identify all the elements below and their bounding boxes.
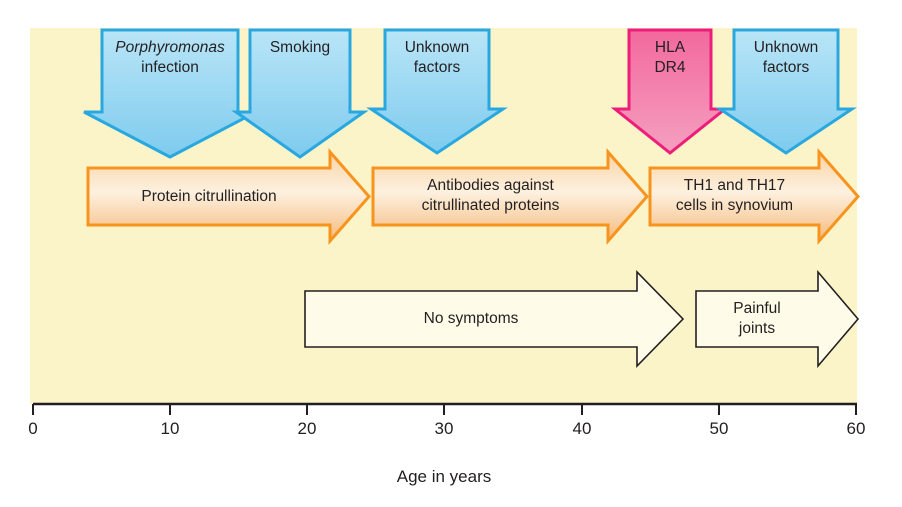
axis-title: Age in years (396, 467, 492, 486)
th-cells-arrow (648, 148, 860, 245)
porphyromonas-infection-arrow (83, 28, 257, 159)
protein-citrullination-arrow (86, 148, 371, 245)
axis-tick-label-50: 50 (709, 419, 729, 438)
axis-tick-label-10: 10 (160, 419, 180, 438)
axis-tick-label-60: 60 (846, 419, 866, 438)
no-symptoms-arrow (304, 270, 685, 368)
axis-tick-label-40: 40 (572, 419, 592, 438)
axis-tick-label-0: 0 (28, 419, 38, 438)
hla-dr4-arrow (610, 28, 730, 155)
axis-tick-label-30: 30 (434, 419, 454, 438)
smoking-arrow (231, 28, 369, 159)
painful-joints-arrow (695, 269, 860, 369)
age-axis-ticks (32, 404, 857, 415)
unknown-factors-late-arrow (715, 28, 857, 155)
axis-tick-label-20: 20 (297, 419, 317, 438)
antibodies-arrow (371, 148, 649, 245)
unknown-factors-early-arrow (366, 28, 508, 155)
